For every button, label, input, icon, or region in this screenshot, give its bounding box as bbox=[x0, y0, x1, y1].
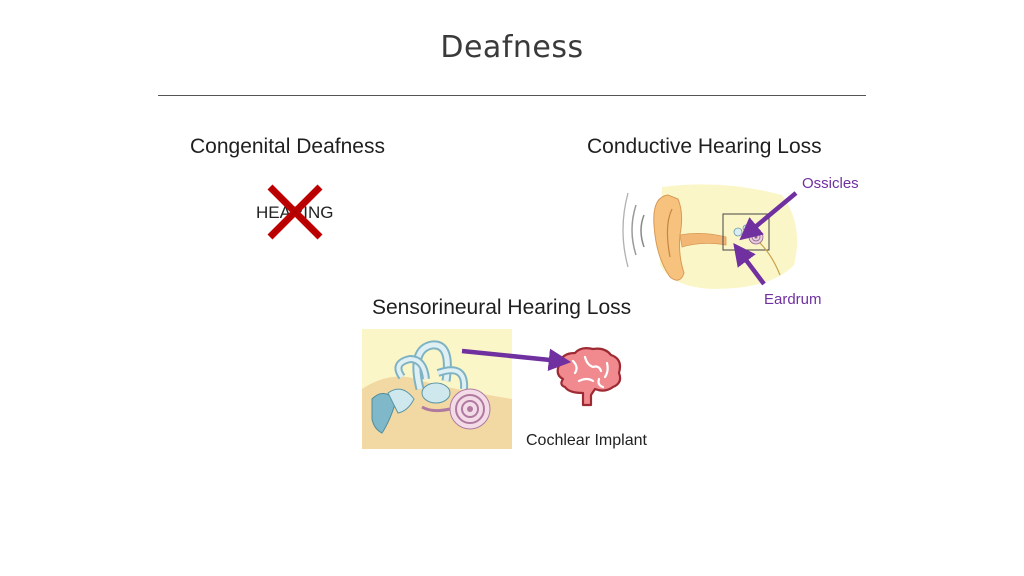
ossicles-label: Ossicles bbox=[802, 175, 859, 192]
inner-ear-icon bbox=[362, 329, 512, 449]
cross-icon bbox=[267, 184, 323, 240]
title-divider bbox=[158, 95, 866, 96]
ossicles-arrow bbox=[739, 191, 798, 241]
sensorineural-hearing-loss-heading: Sensorineural Hearing Loss bbox=[372, 296, 632, 319]
ear-anatomy-icon bbox=[622, 184, 798, 289]
brain-icon bbox=[556, 347, 622, 407]
congenital-deafness-heading: Congenital Deafness bbox=[190, 135, 385, 158]
implant-arrow bbox=[461, 348, 572, 372]
slide-title: Deafness bbox=[440, 30, 584, 65]
eardrum-label: Eardrum bbox=[764, 291, 822, 308]
cochlear-implant-label: Cochlear Implant bbox=[526, 432, 647, 449]
eardrum-arrow bbox=[733, 243, 766, 286]
conductive-hearing-loss-heading: Conductive Hearing Loss bbox=[587, 135, 822, 158]
